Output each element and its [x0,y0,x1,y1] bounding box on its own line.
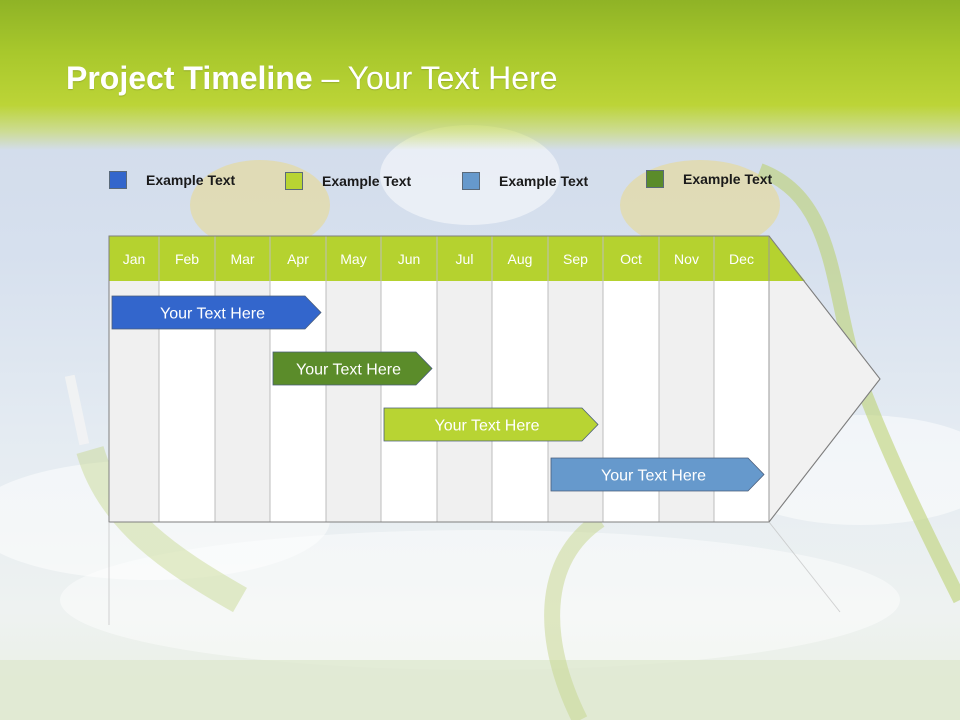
month-column-jul [437,281,492,522]
legend-swatch-4 [646,170,664,188]
month-label-aug: Aug [508,251,533,267]
task-bar-3 [383,407,599,442]
header-band [0,0,960,150]
legend-swatch-1 [109,171,127,189]
task-label-2: Your Text Here [296,362,401,379]
month-column-aug [492,281,548,522]
legend-swatch-3 [462,172,480,190]
month-label-oct: Oct [620,251,642,267]
month-header-band [109,236,769,281]
month-label-mar: Mar [230,251,254,267]
task-bar-4 [550,457,765,492]
legend-swatch-2 [285,172,303,190]
task-bar-2 [272,351,433,386]
task-label-3: Your Text Here [435,418,540,435]
task-label-1: Your Text Here [160,306,265,323]
legend-label-3: Example Text [499,173,589,189]
month-label-jun: Jun [398,251,421,267]
month-label-dec: Dec [729,251,754,267]
title-rest: – Your Text Here [312,60,558,96]
month-label-jul: Jul [456,251,474,267]
month-column-may [326,281,381,522]
month-label-feb: Feb [175,251,199,267]
month-label-may: May [340,251,366,267]
month-label-jan: Jan [123,251,146,267]
task-label-4: Your Text Here [601,468,706,485]
month-column-jun [381,281,437,522]
task-bar-1 [111,295,322,330]
legend-label-2: Example Text [322,173,412,189]
legend-label-4: Example Text [683,171,773,187]
month-label-nov: Nov [674,251,699,267]
month-label-sep: Sep [563,251,588,267]
timeline-arrow-outline [108,235,881,523]
reflection-line [768,521,841,613]
legend-label-1: Example Text [146,172,236,188]
page-title: Project Timeline – Your Text Here [66,60,558,97]
month-label-apr: Apr [287,251,309,267]
title-bold: Project Timeline [66,60,313,96]
